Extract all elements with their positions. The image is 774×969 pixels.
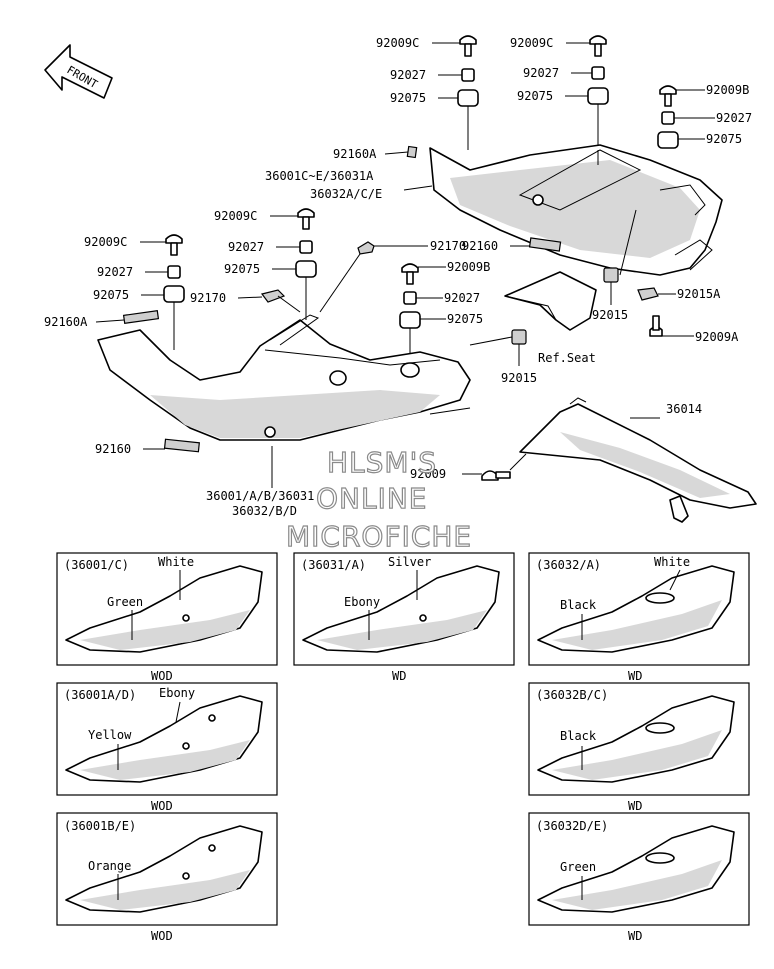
callout-nut-a[interactable]: 92015A	[677, 287, 721, 301]
fastener-stack-2: 92009C 92027 92075	[510, 35, 609, 150]
variant-5-logo	[645, 722, 675, 734]
variant-3-color-1: White	[654, 555, 690, 569]
callout-c4-damper[interactable]: 92075	[224, 262, 260, 276]
variant-6-color-1: Orange	[88, 859, 131, 873]
lower-side-cover: 92160 36001/A/B/36031 36032/B/D	[95, 314, 471, 518]
watermark-line-1: HLSM'S	[327, 446, 437, 479]
variant-2-color-2: Ebony	[344, 595, 380, 609]
variant-1-suffix: WOD	[151, 669, 173, 683]
variant-1-color-1: White	[158, 555, 194, 569]
pad-mid: 92160	[462, 237, 562, 253]
fastener-stack-3: 92009B 92027 92075	[657, 83, 752, 149]
variant-box-7: (36032D/E) Green WD	[528, 812, 750, 943]
callout-c5-collar[interactable]: 92027	[97, 265, 133, 279]
callout-c1-damper[interactable]: 92075	[390, 91, 426, 105]
variant-7-code: (36032D/E)	[536, 819, 608, 833]
callout-cover-upper-1[interactable]: 36001C~E/36031A	[265, 169, 374, 183]
callout-c6-collar[interactable]: 92027	[444, 291, 480, 305]
variant-box-6: (36001B/E) Orange WOD	[56, 812, 278, 943]
callout-c1-collar[interactable]: 92027	[390, 68, 426, 82]
pad-lower-left: 92160A	[44, 309, 160, 329]
callout-c5-bolt[interactable]: 92009C	[84, 235, 127, 249]
upper-side-cover: 92160A 36001C~E/36031A 36032A/C/E	[265, 144, 723, 276]
callout-pad-mid[interactable]: 92160	[462, 239, 498, 253]
callout-c2-damper[interactable]: 92075	[517, 89, 553, 103]
callout-c1-bolt[interactable]: 92009C	[376, 36, 419, 50]
fastener-stack-6: 92009B 92027 92075	[399, 260, 490, 356]
watermark-line-2: ONLINE	[316, 482, 427, 515]
fastener-stack-4: 92009C 92027 92075	[214, 208, 317, 320]
callout-cover-upper-2[interactable]: 36032A/C/E	[310, 187, 382, 201]
callout-c2-bolt[interactable]: 92009C	[510, 36, 553, 50]
callout-c4-bolt[interactable]: 92009C	[214, 209, 257, 223]
callout-c3-damper[interactable]: 92075	[706, 132, 742, 146]
center-nut: 92015	[469, 329, 537, 385]
callout-c3-bolt[interactable]: 92009B	[706, 83, 749, 97]
variant-4-code: (36001A/D)	[64, 688, 136, 702]
variant-6-suffix: WOD	[151, 929, 173, 943]
callout-clip-a[interactable]: 92170	[430, 239, 466, 253]
watermark: HLSM'S ONLINE MICROFICHE	[285, 445, 472, 553]
chain-cover: 36014 92009	[410, 397, 757, 523]
callout-cover-lower-1[interactable]: 36001/A/B/36031	[206, 489, 314, 503]
variant-5-color-1: Black	[560, 729, 597, 743]
seat-reference: Ref.Seat	[504, 271, 597, 365]
variant-box-1: (36001/C) White Green WOD	[56, 552, 278, 683]
variant-5-code: (36032B/C)	[536, 688, 608, 702]
clip-b: 92170	[190, 289, 301, 313]
variant-3-color-2: Black	[560, 598, 597, 612]
variant-7-logo	[645, 852, 675, 864]
callout-c6-bolt[interactable]: 92009B	[447, 260, 490, 274]
callout-c2-collar[interactable]: 92027	[523, 66, 559, 80]
callout-c6-damper[interactable]: 92075	[447, 312, 483, 326]
callout-chain-cover[interactable]: 36014	[666, 402, 702, 416]
variant-4-color-2: Yellow	[88, 728, 132, 742]
variant-6-code: (36001B/E)	[64, 819, 136, 833]
callout-ref-seat[interactable]: Ref.Seat	[538, 351, 596, 365]
callout-pad-lower-left[interactable]: 92160A	[44, 315, 88, 329]
variant-box-4: (36001A/D) Ebony Yellow WOD	[56, 682, 278, 813]
variant-4-suffix: WOD	[151, 799, 173, 813]
callout-nut-c[interactable]: 92015	[501, 371, 537, 385]
callout-c3-collar[interactable]: 92027	[716, 111, 752, 125]
variant-2-code: (36031/A)	[301, 558, 366, 572]
variant-1-color-2: Green	[107, 595, 143, 609]
variant-3-suffix: WD	[628, 669, 642, 683]
callout-screw-b[interactable]: 92009	[410, 467, 446, 481]
callout-c4-collar[interactable]: 92027	[228, 240, 264, 254]
variant-2-suffix: WD	[392, 669, 406, 683]
callout-screw-a[interactable]: 92009A	[695, 330, 739, 344]
variant-3-code: (36032/A)	[536, 558, 601, 572]
callout-pad-upper[interactable]: 92160A	[333, 147, 377, 161]
callout-nut-b[interactable]: 92015	[592, 308, 628, 322]
variant-3-logo	[645, 592, 675, 604]
fastener-stack-5: 92009C 92027 92075	[84, 234, 185, 350]
variant-box-2: (36031/A) Silver Ebony WD	[293, 552, 515, 683]
callout-cover-lower-2[interactable]: 36032/B/D	[232, 504, 297, 518]
variant-2-color-1: Silver	[388, 555, 431, 569]
callout-clip-b[interactable]: 92170	[190, 291, 226, 305]
clip-a: 92170	[319, 239, 466, 313]
callout-pad-lower[interactable]: 92160	[95, 442, 131, 456]
variant-1-code: (36001/C)	[64, 558, 129, 572]
variant-box-3: (36032/A) White Black WD	[528, 552, 750, 683]
variant-4-color-1: Ebony	[159, 686, 195, 700]
right-nuts: 92015 92015A 92009A	[592, 209, 739, 344]
variant-7-color-1: Green	[560, 860, 596, 874]
watermark-line-3: MICROFICHE	[286, 520, 472, 553]
variant-7-suffix: WD	[628, 929, 642, 943]
variant-5-suffix: WD	[628, 799, 642, 813]
variant-box-5: (36032B/C) Black WD	[528, 682, 750, 813]
callout-c5-damper[interactable]: 92075	[93, 288, 129, 302]
fastener-stack-1: 92009C 92027 92075	[376, 35, 479, 150]
front-arrow-icon: FRONT	[44, 44, 113, 99]
